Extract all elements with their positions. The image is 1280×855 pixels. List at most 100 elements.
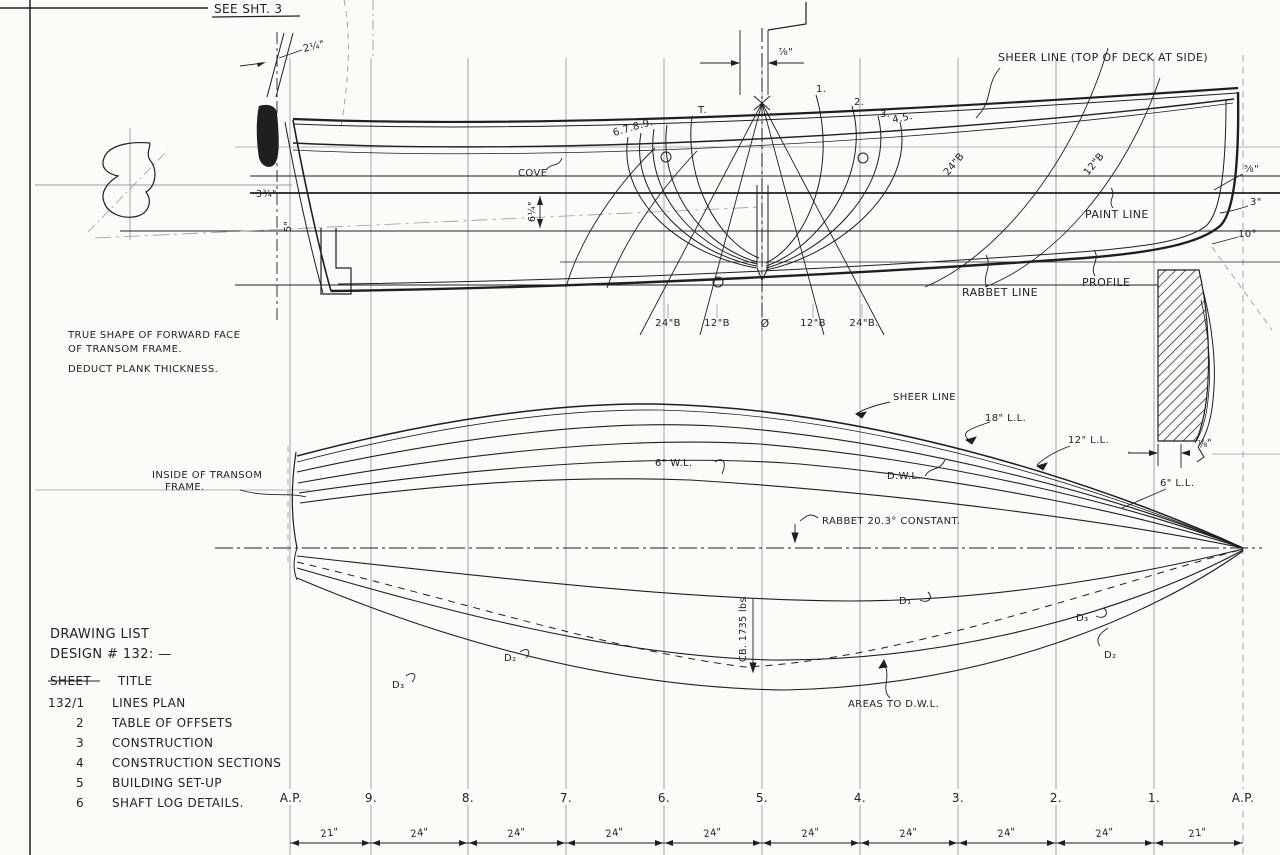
d2-right-label: D₂	[1104, 650, 1117, 661]
plan-ll18-label: 18" L.L.	[985, 413, 1026, 424]
list-row-sheet: 2	[76, 716, 84, 730]
spacing-label: 24"	[801, 827, 821, 840]
drawing-list-title: DRAWING LIST	[50, 627, 149, 642]
list-row-title: LINES PLAN	[112, 696, 186, 710]
station-label: 6.	[658, 791, 670, 805]
station-label: 7.	[560, 791, 572, 805]
section-2-label: 2.	[854, 97, 864, 108]
text-layer: SEE SHT. 3 SHEER LINE (TOP OF DECK AT SI…	[48, 2, 1262, 840]
transom-width-dim: 3¾"	[256, 189, 277, 200]
list-row-sheet: 132/1	[48, 696, 85, 710]
station-dimension-strip	[276, 789, 1258, 846]
keel-stem-profile	[330, 91, 1240, 293]
diagonal-d2	[296, 550, 1244, 691]
spacing-label: 24"	[605, 827, 625, 840]
sheer-profile-label: SHEER LINE (TOP OF DECK AT SIDE)	[998, 51, 1208, 64]
list-row-sheet: 5	[76, 776, 84, 790]
dimension-arrows	[291, 840, 1242, 846]
spacing-label: 24"	[899, 827, 919, 840]
cb-displacement-label: CB. 1735 lbs	[738, 597, 749, 662]
areas-label: AREAS TO D.W.L.	[848, 699, 939, 710]
list-row-title: CONSTRUCTION SECTIONS	[112, 756, 281, 770]
station-label: A.P.	[1232, 791, 1255, 805]
list-row-title: BUILDING SET-UP	[112, 776, 222, 790]
mid-waterline-dimension	[537, 196, 543, 228]
rabbet-line-label: RABBET LINE	[962, 286, 1038, 299]
spacing-label: 24"	[997, 827, 1017, 840]
plan-ll12-label: 12" L.L.	[1068, 435, 1109, 446]
sternpost-detail	[320, 228, 352, 295]
buttock-12-fwd	[984, 77, 1161, 288]
list-row-sheet: 3	[76, 736, 84, 750]
station-label: 2.	[1050, 791, 1062, 805]
stem-top-dim: ⅞"	[778, 47, 793, 58]
dwl-plan	[298, 459, 1244, 549]
transom-true-shape	[87, 141, 169, 233]
area-curve-dashed	[296, 548, 1244, 668]
waterline-18-plan	[296, 424, 1244, 549]
paint-line-label: PAINT LINE	[1085, 208, 1149, 221]
see-sheet-note: SEE SHT. 3	[214, 2, 282, 16]
cove-label: COVE	[518, 168, 547, 179]
plan-wl6-label: 6" W.L.	[655, 458, 693, 469]
station-label: 3.	[952, 791, 964, 805]
stem-section	[1128, 269, 1280, 468]
list-row-title: CONSTRUCTION	[112, 736, 213, 750]
buttock-aft-2	[606, 150, 698, 289]
plan-ll6-label: 6" L.L.	[1160, 478, 1194, 489]
d3-left-label: D₃	[392, 680, 405, 691]
buttock-label-3: 12"B	[800, 318, 826, 329]
cove-line	[292, 98, 1235, 148]
true-shape-note-1: TRUE SHAPE OF FORWARD FACE	[67, 330, 240, 341]
stem-dim-2: 3"	[1250, 197, 1262, 208]
plan-dwl-label: D.W.L.	[887, 471, 921, 482]
spacing-label: 24"	[507, 827, 527, 840]
station-label: 5.	[756, 791, 768, 805]
station-label-backs	[276, 789, 1258, 805]
stem-section-dim: ⅞"	[1197, 438, 1214, 451]
transom-edge-plan	[291, 451, 298, 549]
list-row-title: TABLE OF OFFSETS	[111, 716, 233, 730]
d2-left-label: D₂	[504, 653, 517, 664]
body-plan	[626, 28, 903, 336]
rabbet-constant-note: RABBET 20.3° CONSTANT.	[822, 516, 960, 527]
list-row-sheet: 6	[76, 796, 84, 810]
buttock-label-1: 12"B	[704, 318, 730, 329]
spacing-label: 24"	[703, 827, 723, 840]
stem-dim-3: 10°	[1238, 229, 1257, 240]
spacing-label: 21"	[320, 827, 340, 840]
list-row-sheet: 4	[76, 756, 84, 770]
list-row-title: SHAFT LOG DETAILS.	[112, 796, 244, 810]
inside-transom-label-1: INSIDE OF TRANSOM	[152, 470, 262, 481]
sheet-border	[0, 0, 301, 855]
d1-label: D₁	[899, 596, 912, 607]
spacing-label: 21"	[1188, 827, 1208, 840]
rabbet-line-profile	[337, 99, 1227, 285]
station-label: A.P.	[280, 791, 303, 805]
inside-transom-label-2: FRAME.	[165, 482, 205, 493]
transom-knee-fill	[256, 104, 279, 167]
buttock-24-fwd	[924, 47, 1109, 288]
true-shape-note-3: DEDUCT PLANK THICKNESS.	[68, 364, 218, 375]
centerline-symbol: Ø	[760, 317, 769, 330]
station-label: 1.	[1148, 791, 1160, 805]
mid-dim-label: 6¼"	[527, 201, 538, 222]
profile-leaders	[545, 67, 1273, 331]
stem-section-hatched	[1157, 269, 1210, 442]
half-breadth-plan	[35, 403, 1262, 691]
buttock-diag-aft-label: 24"B	[942, 151, 967, 178]
plan-sheer-label: SHEER LINE	[893, 392, 956, 403]
buttock-label-0: 24"B	[655, 318, 681, 329]
waterline-6-plan	[299, 478, 1244, 549]
section-t-label: T.	[697, 105, 707, 116]
drawing-list-col-title: TITLE	[117, 674, 152, 688]
spacing-label: 24"	[410, 827, 430, 840]
sheer-line-profile	[292, 86, 1239, 124]
plan-leaders	[239, 401, 1167, 699]
buttock-label-4: 24"B.	[849, 318, 878, 329]
stem-top-dimension	[700, 2, 807, 95]
transom-rake-dim: 2¼"	[302, 38, 326, 55]
diagonal-d3	[296, 549, 1244, 661]
